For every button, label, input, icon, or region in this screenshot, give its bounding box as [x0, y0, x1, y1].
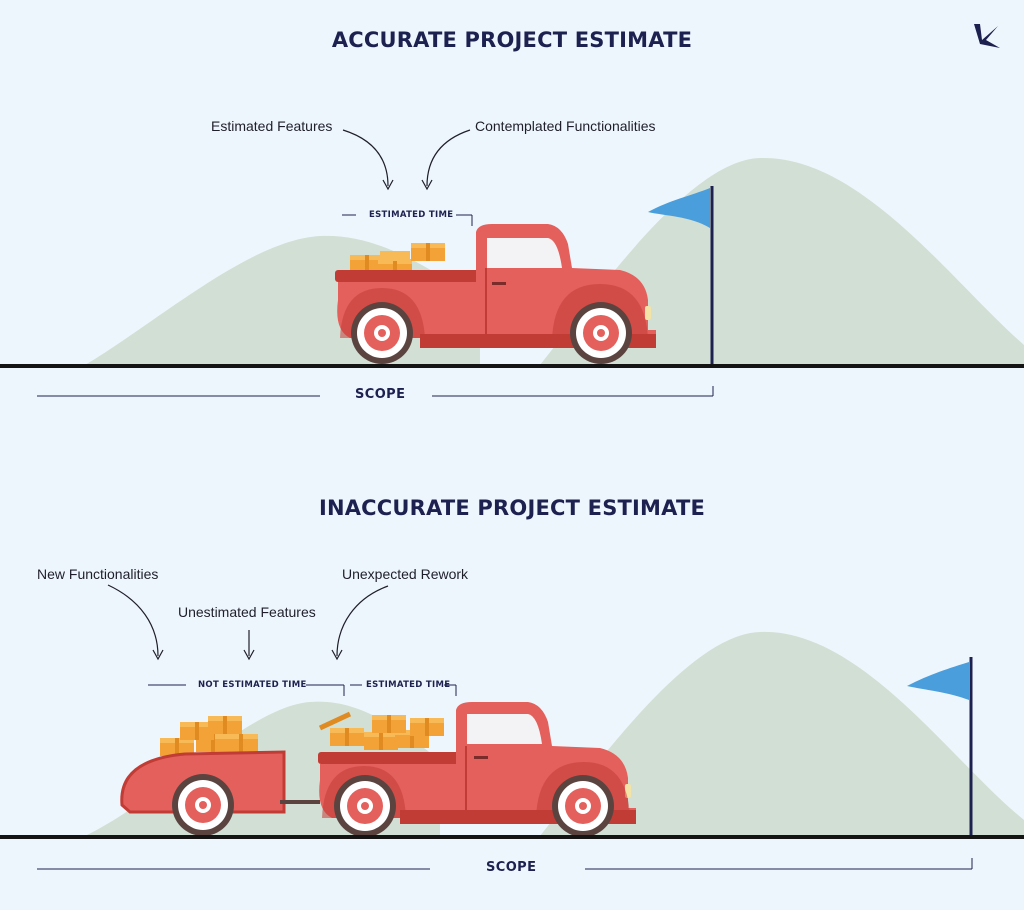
pickup-truck-icon	[318, 702, 636, 837]
time-brackets	[148, 684, 457, 696]
unestimated-features-label: Unestimated Features	[178, 604, 316, 620]
scope-line-bottom	[37, 858, 973, 870]
contemplated-functionalities-label: Contemplated Functionalities	[475, 118, 656, 134]
pickup-truck-icon	[335, 224, 656, 364]
estimated-features-label: Estimated Features	[211, 118, 333, 134]
curved-arrow-icon	[107, 584, 389, 661]
new-functionalities-label: New Functionalities	[37, 566, 159, 582]
flag-icon	[648, 186, 714, 366]
estimated-time-bracket	[342, 214, 473, 226]
scope-label-bottom: SCOPE	[486, 860, 537, 875]
curved-arrow-icon	[342, 129, 471, 191]
inaccurate-estimate-title: INACCURATE PROJECT ESTIMATE	[318, 496, 706, 520]
trailer-icon	[120, 716, 320, 836]
accurate-estimate-title: ACCURATE PROJECT ESTIMATE	[331, 28, 693, 52]
estimated-time-label: ESTIMATED TIME	[369, 210, 454, 220]
ground-line	[0, 364, 1024, 368]
scope-label-top: SCOPE	[355, 387, 406, 402]
scope-line-top	[37, 386, 714, 397]
k-logo-icon	[974, 24, 1000, 48]
estimated-time-label: ESTIMATED TIME	[366, 680, 451, 690]
ground-line	[0, 835, 1024, 839]
not-estimated-time-label: NOT ESTIMATED TIME	[198, 680, 307, 690]
flag-icon	[907, 657, 973, 837]
unexpected-rework-label: Unexpected Rework	[342, 566, 469, 582]
